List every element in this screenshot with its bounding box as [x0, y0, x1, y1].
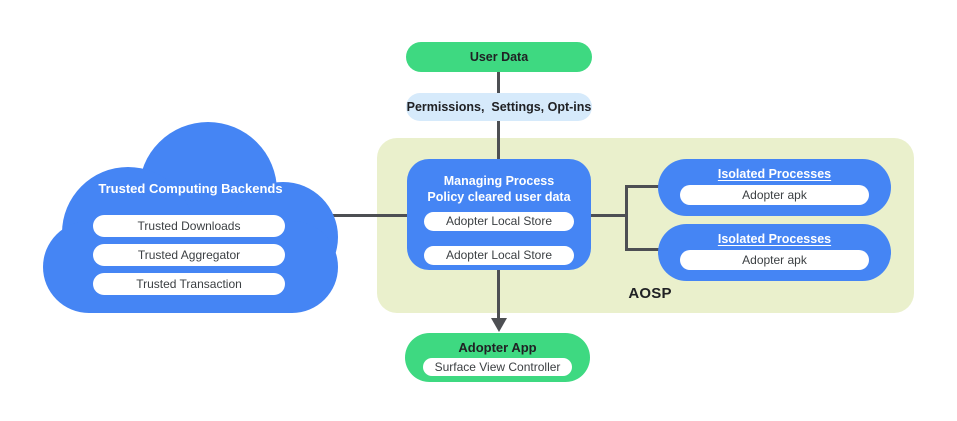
connector-branch-vertical	[625, 185, 628, 251]
managing-process-title-line2: Policy cleared user data	[427, 190, 571, 204]
connector-permissions-managing	[497, 120, 500, 161]
connector-managing-branch-stub	[590, 214, 628, 217]
adopter-apk-2: Adopter apk	[680, 250, 869, 270]
adopter-app-title: Adopter App	[458, 340, 537, 355]
isolated-process-title-2: Isolated Processes	[717, 232, 832, 246]
connector-branch-bottom	[625, 248, 660, 251]
adopter-local-store-2: Adopter Local Store	[424, 246, 574, 265]
managing-process-node: Managing Process Policy cleared user dat…	[407, 159, 591, 270]
adopter-local-store-1: Adopter Local Store	[424, 212, 574, 231]
isolated-process-node-1: Isolated Processes Adopter apk	[658, 159, 891, 216]
surface-view-controller: Surface View Controller	[423, 358, 572, 376]
isolated-process-node-2: Isolated Processes Adopter apk	[658, 224, 891, 281]
trusted-computing-cloud: Trusted Computing Backends Trusted Downl…	[43, 121, 338, 313]
cloud-item-trusted-aggregator: Trusted Aggregator	[93, 244, 285, 266]
managing-process-title-line1: Managing Process	[443, 174, 555, 188]
adopter-app-node: Adopter App Surface View Controller	[405, 333, 590, 382]
arrow-down-icon	[491, 318, 507, 332]
connector-cloud-managing	[330, 214, 409, 217]
user-data-node: User Data	[406, 42, 592, 72]
cloud-title: Trusted Computing Backends	[98, 181, 283, 196]
cloud-item-trusted-downloads: Trusted Downloads	[93, 215, 285, 237]
connector-userdata-permissions	[497, 71, 500, 95]
connector-managing-adopterapp-shaft	[497, 269, 500, 319]
connector-branch-top	[625, 185, 660, 188]
adopter-apk-1: Adopter apk	[680, 185, 869, 205]
permissions-node: Permissions, Settings, Opt-ins	[406, 93, 592, 121]
aosp-label: AOSP	[628, 285, 672, 302]
cloud-item-trusted-transaction: Trusted Transaction	[93, 273, 285, 295]
isolated-process-title-1: Isolated Processes	[717, 167, 832, 181]
